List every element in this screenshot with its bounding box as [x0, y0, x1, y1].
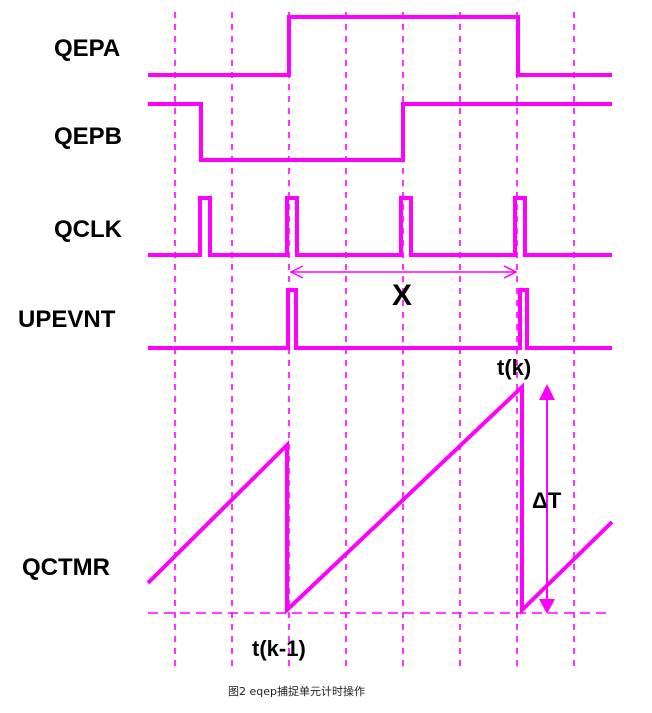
delta-t-arrowhead-top	[539, 384, 555, 400]
waveform-qctmr	[146, 382, 614, 615]
label-qepb: QEPB	[54, 123, 122, 150]
interval-x-arrow	[289, 265, 518, 279]
label-upevnt: UPEVNT	[18, 306, 116, 333]
interval-x-arrowhead-left	[289, 265, 304, 279]
label-qclk: QCLK	[54, 216, 123, 243]
label-t-k: t(k)	[497, 355, 531, 380]
interval-x-label: X	[392, 279, 412, 312]
waveform-upevnt	[148, 288, 612, 350]
waveform-qepb	[148, 102, 612, 162]
label-qctmr: QCTMR	[22, 554, 110, 581]
waveform-qepa	[148, 15, 612, 77]
interval-x-arrowhead-right	[503, 265, 518, 279]
waveform-qclk	[148, 196, 612, 257]
label-t-k-minus-1: t(k-1)	[252, 636, 306, 661]
grid-lines	[174, 12, 575, 668]
label-qepa: QEPA	[54, 35, 120, 62]
label-delta-t: ΔT	[532, 488, 562, 513]
delta-t-arrow	[539, 384, 555, 614]
figure-caption: 图2 eqep捕捉单元计时操作	[228, 684, 365, 698]
delta-t-arrowhead-bottom	[539, 599, 555, 614]
